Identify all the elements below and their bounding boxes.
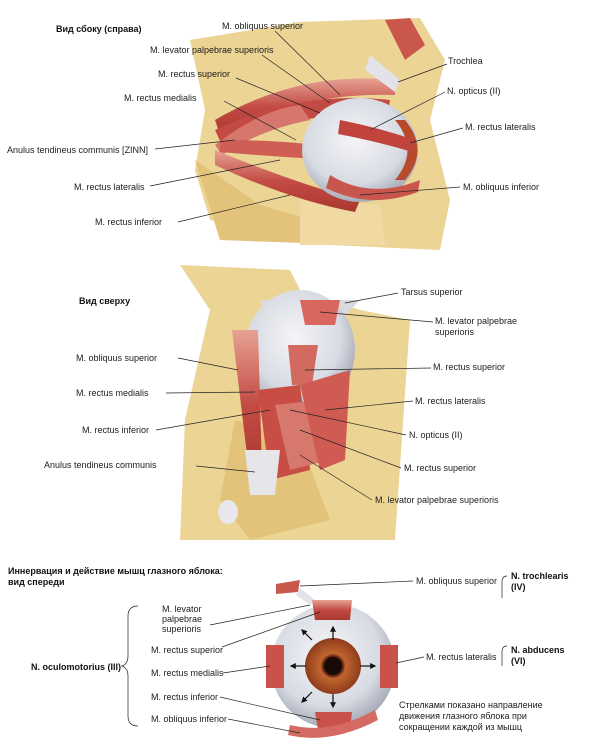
- label-levator-front-2: palpebrae: [162, 614, 203, 624]
- note-line-3: сокращении каждой из мышц: [399, 722, 523, 732]
- label-rectus-inferior-front: M. rectus inferior: [151, 692, 219, 702]
- pupil: [324, 657, 342, 675]
- front-view-title-1: Иннервация и действие мышц глазного ябло…: [8, 566, 223, 576]
- nerve-abducens-2: (VI): [511, 656, 526, 666]
- label-levator-front-3: superioris: [162, 624, 202, 634]
- label-anulus-zinn: Anulus tendineus communis [ZINN]: [7, 145, 149, 155]
- label-rectus-medialis: M. rectus medialis: [124, 93, 197, 103]
- label-opticus-top: N. opticus (II): [409, 430, 463, 440]
- anulus-top: [245, 450, 280, 495]
- label-levator-top-2: superioris: [435, 327, 475, 337]
- nerve-abducens-1: N. abducens: [511, 645, 565, 655]
- label-levator: M. levator palpebrae superioris: [150, 45, 274, 55]
- label-rectus-lateralis-front: M. rectus lateralis: [426, 652, 497, 662]
- label-obliquus-inferior-front: M. obliquus inferior: [151, 714, 228, 724]
- leader-lines: [149, 30, 464, 734]
- label-tarsus-superior: Tarsus superior: [401, 287, 463, 297]
- note-line-1: Стрелками показано направление: [399, 700, 543, 710]
- front-view-title-2: вид спереди: [8, 577, 65, 587]
- nerve-trochlearis-1: N. trochlearis: [511, 571, 569, 581]
- label-rectus-inferior-top: M. rectus inferior: [82, 425, 150, 435]
- label-rectus-superior-front: M. rectus superior: [151, 645, 224, 655]
- label-rectus-medialis-top: M. rectus medialis: [76, 388, 149, 398]
- rectus-medialis-front: [266, 645, 284, 688]
- label-obliquus-inferior: M. obliquus inferior: [463, 182, 540, 192]
- label-levator-top-1: M. levator palpebrae: [435, 316, 518, 326]
- label-rectus-superior-top-1: M. rectus superior: [433, 362, 506, 372]
- label-trochlea: Trochlea: [448, 56, 483, 66]
- obliquus-inferior-side: [326, 175, 420, 201]
- label-opticus: N. opticus (II): [447, 86, 501, 96]
- side-view-illustration: [190, 18, 450, 250]
- label-rectus-lateralis-left: M. rectus lateralis: [74, 182, 145, 192]
- label-rectus-superior-top-2: M. rectus superior: [404, 463, 477, 473]
- label-obliquus-superior-front: M. obliquus superior: [416, 576, 498, 586]
- side-view-title: Вид сбоку (справа): [56, 24, 142, 34]
- label-obliquus-superior: M. obliquus superior: [222, 21, 304, 31]
- label-obliquus-superior-top: M. obliquus superior: [76, 353, 158, 363]
- front-view-illustration: [120, 575, 508, 738]
- rectus-superior-front: [312, 600, 352, 620]
- top-view-title: Вид сверху: [79, 296, 131, 306]
- nerve-oculomotorius: N. oculomotorius (III): [31, 662, 121, 672]
- label-levator-top-full: M. levator palpebrae superioris: [375, 495, 499, 505]
- note-line-2: движения глазного яблока при: [399, 711, 527, 721]
- top-view-illustration: [180, 265, 410, 540]
- obliquus-inferior-front: [288, 710, 378, 738]
- levator-muscle-side: [215, 78, 395, 135]
- label-rectus-medialis-front: M. rectus medialis: [151, 668, 224, 678]
- label-rectus-superior: M. rectus superior: [158, 69, 231, 79]
- rectus-medialis-top: [232, 330, 262, 480]
- rectus-lateralis-front: [380, 645, 398, 688]
- label-rectus-lateralis-right: M. rectus lateralis: [465, 122, 536, 132]
- label-rectus-lateralis-top: M. rectus lateralis: [415, 396, 486, 406]
- label-anulus-top: Anulus tendineus communis: [44, 460, 157, 470]
- nerve-trochlearis-2: (IV): [511, 582, 526, 592]
- label-levator-front-1: M. levator: [162, 604, 202, 614]
- label-rectus-inferior: M. rectus inferior: [95, 217, 163, 227]
